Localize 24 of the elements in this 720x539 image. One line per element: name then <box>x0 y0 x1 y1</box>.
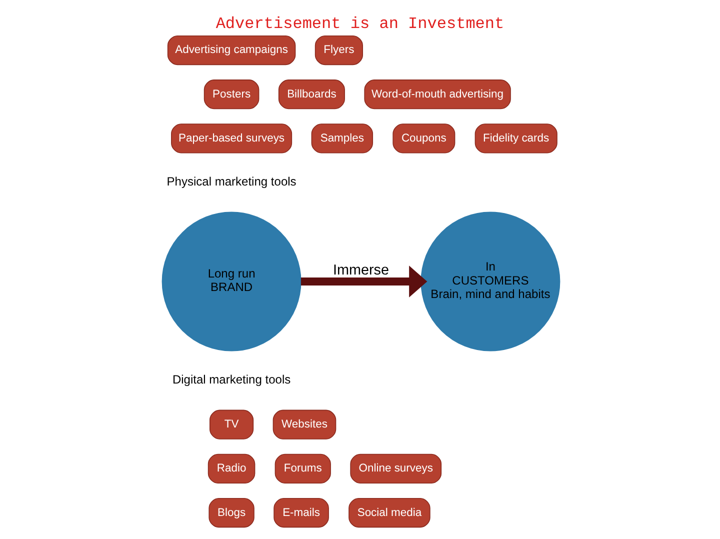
node-box: Fidelity cards <box>474 124 558 154</box>
node-box: Forums <box>274 454 331 484</box>
node-box: Online surveys <box>350 454 442 484</box>
node-box: Paper-based surveys <box>171 124 292 154</box>
node-box: Posters <box>204 80 260 110</box>
diagram-title: Advertisement is an Investment <box>216 14 504 33</box>
node-box: Social media <box>348 498 430 528</box>
node-box: Word-of-mouth advertising <box>364 80 511 110</box>
node-box: Websites <box>272 410 336 440</box>
node-box: Blogs <box>208 498 254 528</box>
node-box: Advertising campaigns <box>167 35 296 66</box>
node-box: Coupons <box>392 124 456 154</box>
node-circle: In CUSTOMERS Brain, mind and habits <box>420 212 560 352</box>
node-box: E-mails <box>274 498 329 528</box>
node-box: Samples <box>311 124 374 154</box>
node-box: Radio <box>208 454 256 484</box>
edge-label: Immerse <box>332 262 390 279</box>
node-circle: Long run BRAND <box>162 212 302 352</box>
node-box: Billboards <box>278 80 345 110</box>
arrow <box>300 266 428 298</box>
node-box: TV <box>210 410 254 440</box>
label: Physical marketing tools <box>166 174 296 188</box>
node-box: Flyers <box>314 35 363 66</box>
label: Digital marketing tools <box>172 372 291 386</box>
